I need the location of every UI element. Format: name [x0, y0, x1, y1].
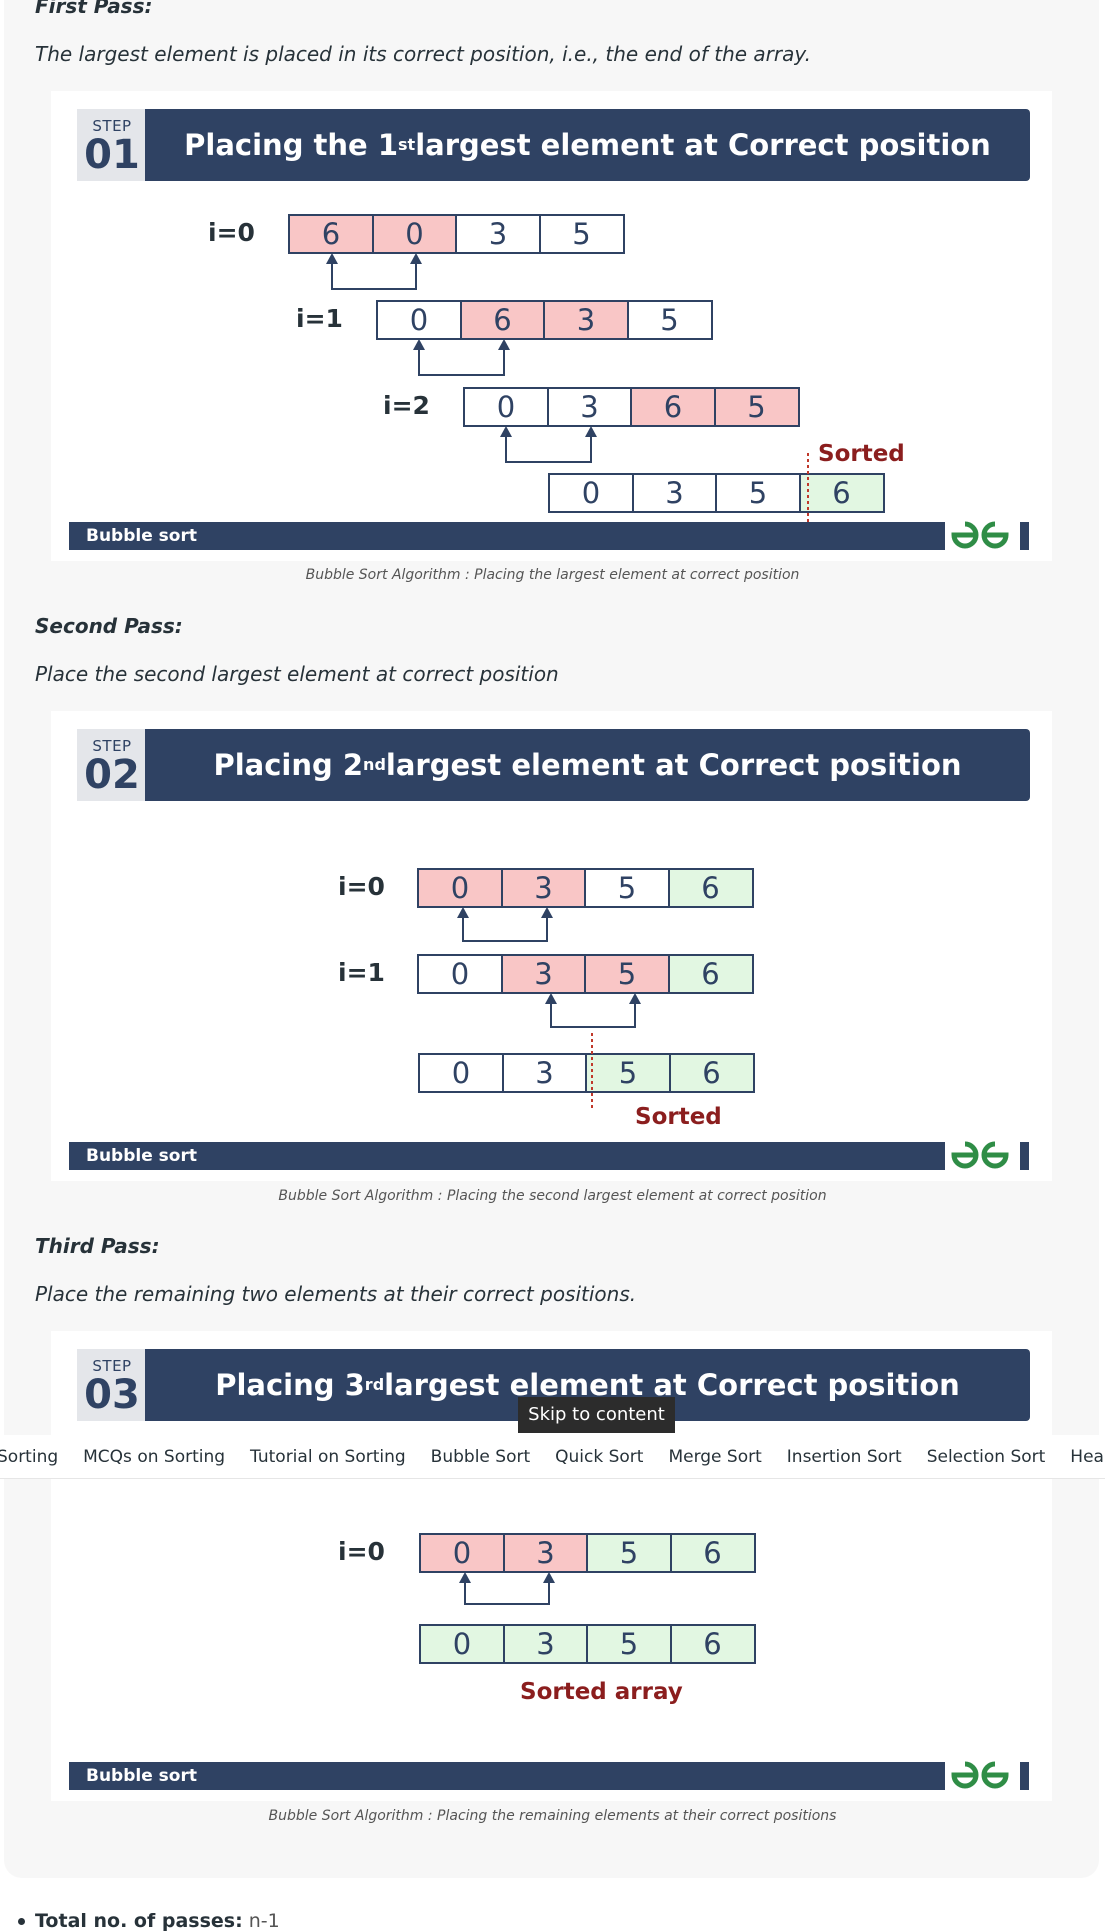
- array-cell: 0: [376, 300, 462, 340]
- array-row: 0 3 5 6: [417, 868, 754, 908]
- second-pass-description: Place the second largest element at corr…: [35, 662, 559, 686]
- bullet-dot-icon: [18, 1918, 25, 1925]
- swap-arrows: [457, 907, 641, 1111]
- array-cell: 3: [543, 300, 629, 340]
- sorted-array-label: Sorted array: [520, 1679, 683, 1705]
- array-cell: 0: [417, 868, 503, 908]
- sorted-label: Sorted: [635, 1104, 722, 1130]
- sorted-label: Sorted: [818, 441, 905, 467]
- array-cell: 5: [585, 1053, 671, 1093]
- figure-footer-endcap: [1020, 1142, 1029, 1170]
- array-row: 0 3 5 6: [418, 1053, 755, 1093]
- array-cell: 6: [798, 473, 885, 513]
- array-cell: 6: [667, 868, 754, 908]
- skip-to-content-link[interactable]: Skip to content: [518, 1397, 675, 1433]
- array-row: 0 3 5 6: [548, 473, 885, 513]
- array-cell: 5: [584, 954, 670, 994]
- row-label: i=0: [338, 872, 385, 901]
- nav-item-selection-sort[interactable]: Selection Sort: [926, 1446, 1046, 1467]
- array-row: 0 3 5 6: [417, 954, 754, 994]
- swap-arrows: [459, 1572, 555, 1605]
- array-cell: 3: [502, 1624, 589, 1664]
- topic-nav-bar: Sorting MCQs on Sorting Tutorial on Sort…: [0, 1435, 1105, 1479]
- nav-item-quick-sort[interactable]: Quick Sort: [555, 1446, 644, 1467]
- nav-item-tutorial-on-sorting[interactable]: Tutorial on Sorting: [250, 1446, 406, 1467]
- array-cell: 3: [500, 954, 587, 994]
- array-cell: 3: [500, 868, 587, 908]
- array-cell: 3: [546, 387, 633, 427]
- array-row: 6 0 3 5: [288, 214, 625, 254]
- figure-footer-endcap: [1020, 1762, 1029, 1790]
- third-pass-description: Place the remaining two elements at thei…: [35, 1282, 637, 1306]
- row-label: i=0: [208, 218, 255, 247]
- array-row: 0 3 6 5: [463, 387, 800, 427]
- nav-item-sorting[interactable]: Sorting: [0, 1446, 59, 1467]
- nav-item-bubble-sort[interactable]: Bubble Sort: [430, 1446, 531, 1467]
- array-row: 0 3 5 6: [419, 1533, 756, 1573]
- figure-footer-bar: Bubble sort: [69, 1762, 945, 1790]
- array-cell: 0: [417, 954, 503, 994]
- array-cell: 0: [419, 1624, 505, 1664]
- array-cell: 5: [538, 214, 625, 254]
- array-cell: 3: [455, 214, 541, 254]
- array-cell: 5: [713, 387, 800, 427]
- third-pass-heading: Third Pass:: [35, 1234, 160, 1258]
- figure-footer-bar: Bubble sort: [69, 1142, 945, 1170]
- array-cell: 6: [669, 1624, 756, 1664]
- first-pass-heading: First Pass:: [35, 0, 153, 18]
- summary-list-item: Total no. of passes: n-1: [18, 1910, 280, 1931]
- figure-footer-bar: Bubble sort: [69, 522, 945, 550]
- gfg-logo-icon: [951, 521, 1009, 549]
- array-cell: 6: [668, 1053, 755, 1093]
- array-cell: 6: [459, 300, 546, 340]
- array-cell: 6: [667, 954, 754, 994]
- array-row: 0 3 5 6: [419, 1624, 756, 1664]
- row-label: i=1: [296, 304, 343, 333]
- figure-footer-endcap: [1020, 522, 1029, 550]
- array-cell: 6: [669, 1533, 756, 1573]
- nav-item-heap-sort[interactable]: Heap Sort: [1070, 1446, 1105, 1467]
- array-cell: 0: [548, 473, 634, 513]
- gfg-logo-icon: [951, 1141, 1009, 1169]
- nav-item-merge-sort[interactable]: Merge Sort: [668, 1446, 762, 1467]
- step-badge: STEP 03: [77, 1349, 147, 1421]
- array-cell: 0: [371, 214, 458, 254]
- row-label: i=0: [338, 1537, 385, 1566]
- step-badge: STEP 02: [77, 729, 147, 801]
- array-cell: 3: [502, 1533, 589, 1573]
- swap-arrows: [326, 253, 809, 523]
- gfg-logo-icon: [951, 1761, 1009, 1789]
- second-pass-heading: Second Pass:: [35, 614, 183, 638]
- row-label: i=1: [338, 958, 385, 987]
- array-cell: 0: [419, 1533, 505, 1573]
- array-cell: 6: [630, 387, 716, 427]
- array-cell: 5: [626, 300, 713, 340]
- figure-caption: Bubble Sort Algorithm : Placing the seco…: [278, 1188, 827, 1204]
- array-cell: 5: [584, 868, 670, 908]
- nav-item-insertion-sort[interactable]: Insertion Sort: [786, 1446, 902, 1467]
- row-label: i=2: [383, 391, 430, 420]
- step-badge: STEP 01: [77, 109, 147, 181]
- array-row: 0 6 3 5: [376, 300, 713, 340]
- array-cell: 3: [501, 1053, 588, 1093]
- first-pass-description: The largest element is placed in its cor…: [35, 42, 812, 66]
- array-cell: 6: [288, 214, 374, 254]
- nav-item-mcqs-on-sorting[interactable]: MCQs on Sorting: [83, 1446, 226, 1467]
- figure-caption: Bubble Sort Algorithm : Placing the rema…: [268, 1808, 837, 1824]
- array-cell: 0: [463, 387, 549, 427]
- array-cell: 5: [715, 473, 801, 513]
- figure-caption: Bubble Sort Algorithm : Placing the larg…: [305, 567, 800, 583]
